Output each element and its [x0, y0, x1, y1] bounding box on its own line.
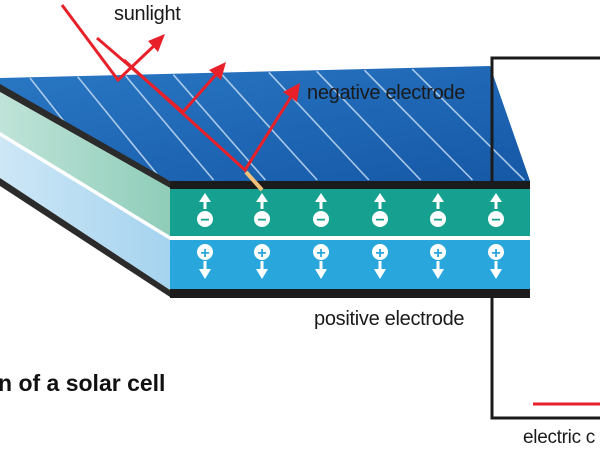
ray-3-arrowhead: [283, 83, 300, 102]
grid-line: [411, 68, 525, 181]
circuit-wire-bottom: [490, 298, 600, 420]
hole-charge: +: [430, 244, 446, 279]
hole-charge: +: [372, 244, 388, 279]
hole-charge: +: [254, 244, 270, 279]
svg-text:−: −: [375, 212, 384, 229]
electron-charge: −: [254, 193, 270, 229]
cell-top-surface: [0, 66, 530, 181]
svg-text:−: −: [491, 212, 500, 229]
grid-line: [363, 69, 474, 181]
hole-charge: +: [488, 244, 504, 279]
photon-absorption-tip: [244, 170, 264, 192]
svg-text:+: +: [491, 245, 500, 262]
ray-1-arrowhead: [148, 34, 165, 52]
grid-line: [316, 70, 422, 181]
hole-charge: +: [197, 244, 213, 279]
electron-charge: −: [430, 193, 446, 229]
sunlight-rays: [60, 4, 296, 173]
ray-2-arrowhead: [209, 62, 226, 80]
sunlight-label: sunlight: [114, 3, 181, 25]
p-type-layer: [170, 240, 530, 289]
grid-line: [220, 73, 318, 181]
diagram-title: n of a solar cell: [0, 370, 165, 396]
svg-text:+: +: [433, 245, 442, 262]
svg-text:+: +: [316, 245, 325, 262]
electron-charge: −: [488, 193, 504, 229]
svg-text:−: −: [433, 212, 442, 229]
svg-text:−: −: [200, 212, 209, 229]
left-face-bottom-electrode: [0, 178, 170, 297]
incoming-ray-3: [122, 58, 296, 173]
svg-text:+: +: [257, 245, 266, 262]
grid-line: [268, 71, 370, 181]
electron-charge: −: [197, 193, 213, 229]
sunlight-arrowheads: [148, 34, 300, 102]
negative-electrode-layer: [170, 181, 530, 189]
positive-electrode-label: positive electrode: [314, 308, 464, 330]
electric-current-label: electric c: [523, 427, 595, 448]
hole-charge: +: [313, 244, 329, 279]
negative-electrode-label: negative electrode: [307, 82, 465, 104]
junction-line: [170, 236, 530, 240]
electron-charge: −: [313, 193, 329, 229]
svg-text:−: −: [316, 212, 325, 229]
left-face-divider: [0, 132, 170, 240]
n-type-layer: [170, 189, 530, 236]
svg-text:−: −: [257, 212, 266, 229]
electron-charge: −: [372, 193, 388, 229]
svg-text:+: +: [200, 245, 209, 262]
positive-charges: + + + + + +: [197, 244, 504, 279]
positive-electrode-layer: [170, 289, 530, 298]
grid-line: [124, 75, 215, 181]
left-face-p-layer: [0, 136, 170, 290]
negative-charges: −−−−−−: [197, 193, 504, 229]
svg-text:+: +: [375, 245, 384, 262]
grid-line: [77, 76, 163, 181]
incoming-ray-1: [60, 4, 160, 83]
left-face-n-layer: [0, 92, 170, 236]
circuit-wire: [490, 56, 600, 181]
left-face-electrode: [0, 84, 170, 188]
